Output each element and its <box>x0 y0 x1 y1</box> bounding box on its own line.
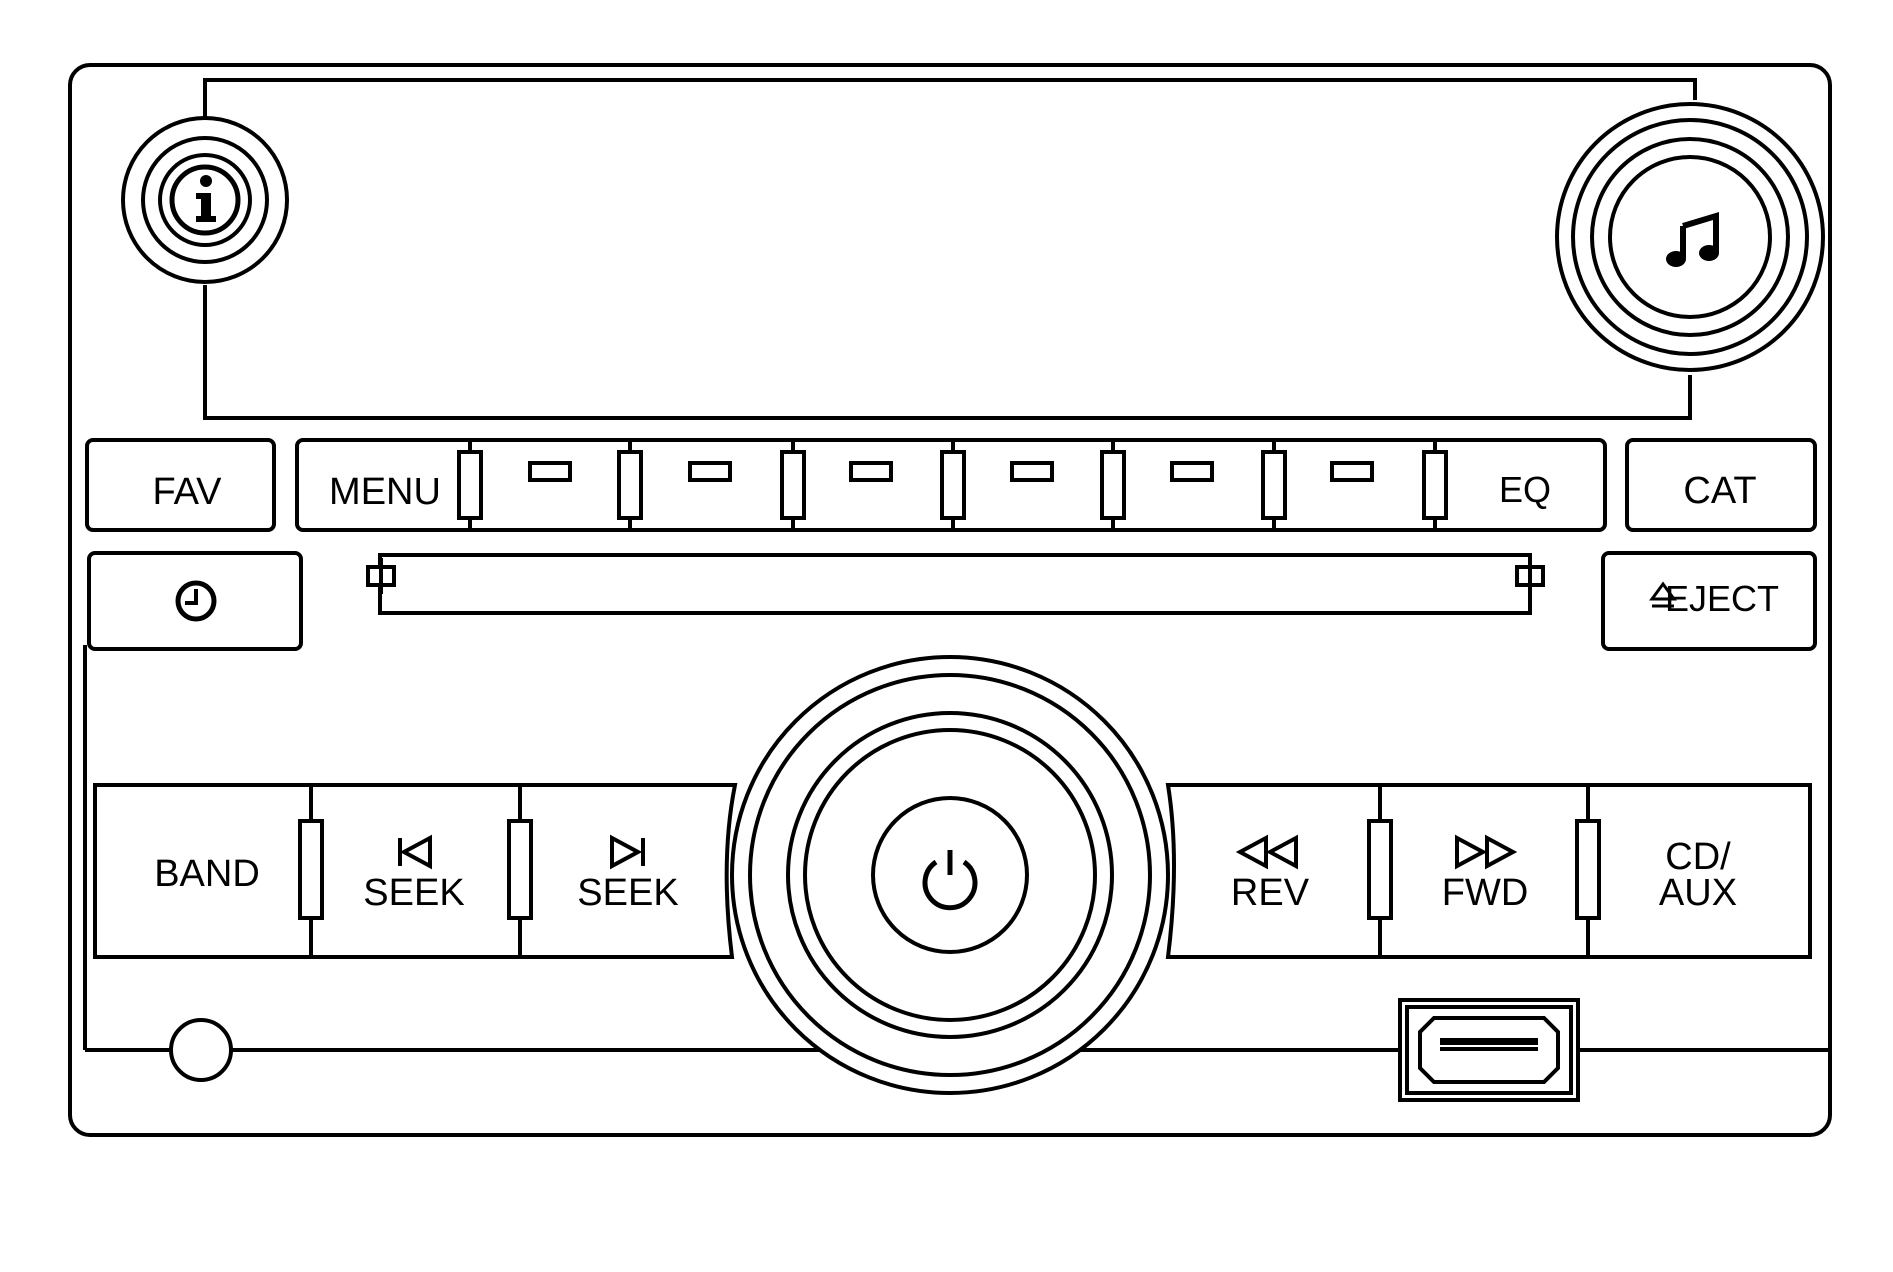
clock-icon <box>175 580 217 622</box>
preset-button-5[interactable] <box>1126 443 1261 527</box>
band-button[interactable]: BAND <box>97 787 311 955</box>
preset-button-6[interactable] <box>1287 443 1422 527</box>
preset-indicator <box>849 461 893 482</box>
seek-prev-label: SEEK <box>363 872 464 914</box>
band-label: BAND <box>154 853 260 895</box>
left-button-bank <box>93 783 738 959</box>
preset-button-1[interactable] <box>483 443 617 527</box>
faceplate-outline <box>68 63 1832 1137</box>
preset-dividers <box>457 440 1448 530</box>
fav-label: FAV <box>153 471 223 513</box>
aux-jack[interactable] <box>169 1018 233 1082</box>
right-button-bank <box>1165 783 1812 959</box>
cd-slot <box>366 553 1545 615</box>
cd-aux-button[interactable]: CD/ AUX <box>1601 787 1808 955</box>
eq-button[interactable]: EQ <box>1448 443 1602 527</box>
preset-indicator <box>1330 461 1374 482</box>
info-icon <box>169 164 241 236</box>
skip-next-icon <box>610 834 645 870</box>
clock-button[interactable] <box>87 551 303 651</box>
display-screen-bottom <box>203 285 1692 420</box>
power-volume-knob[interactable] <box>730 655 1170 1095</box>
eject-button[interactable]: EJECT <box>1601 551 1817 651</box>
usb-port-icon <box>1418 1016 1560 1084</box>
menu-label: MENU <box>329 471 441 513</box>
preset-indicator <box>528 461 572 482</box>
preset-indicator <box>688 461 732 482</box>
preset-buttons <box>483 443 1422 527</box>
rev-label: REV <box>1231 872 1310 914</box>
skip-prev-icon <box>398 834 432 870</box>
fwd-label: FWD <box>1442 872 1529 914</box>
eq-label: EQ <box>1499 469 1551 510</box>
cat-label: CAT <box>1683 470 1756 512</box>
cd-aux-label-line1: CD/ <box>1665 836 1731 878</box>
display-screen <box>203 78 1697 215</box>
preset-indicator <box>1010 461 1054 482</box>
seek-next-button[interactable]: SEEK <box>533 787 723 955</box>
seek-prev-button[interactable]: SEEK <box>324 787 508 955</box>
tune-knob[interactable] <box>1555 102 1825 372</box>
preset-button-4[interactable] <box>966 443 1100 527</box>
rev-button[interactable]: REV <box>1178 787 1368 955</box>
eject-icon <box>1649 581 1677 608</box>
preset-button-3[interactable] <box>806 443 940 527</box>
usb-port[interactable] <box>1398 998 1580 1102</box>
info-knob[interactable] <box>121 116 289 284</box>
seek-next-label: SEEK <box>577 872 678 914</box>
preset-indicator <box>1170 461 1214 482</box>
fav-button[interactable]: FAV <box>85 438 276 532</box>
eject-label: EJECT <box>1665 578 1779 619</box>
cd-aux-label-line2: AUX <box>1659 872 1737 914</box>
menu-button[interactable]: MENU <box>300 443 455 527</box>
fast-forward-icon <box>1455 834 1518 870</box>
music-note-icon <box>1666 211 1719 267</box>
rewind-icon <box>1235 834 1298 870</box>
cat-button[interactable]: CAT <box>1625 438 1817 532</box>
power-icon <box>922 850 978 911</box>
preset-button-2[interactable] <box>643 443 780 527</box>
fwd-button[interactable]: FWD <box>1393 787 1577 955</box>
